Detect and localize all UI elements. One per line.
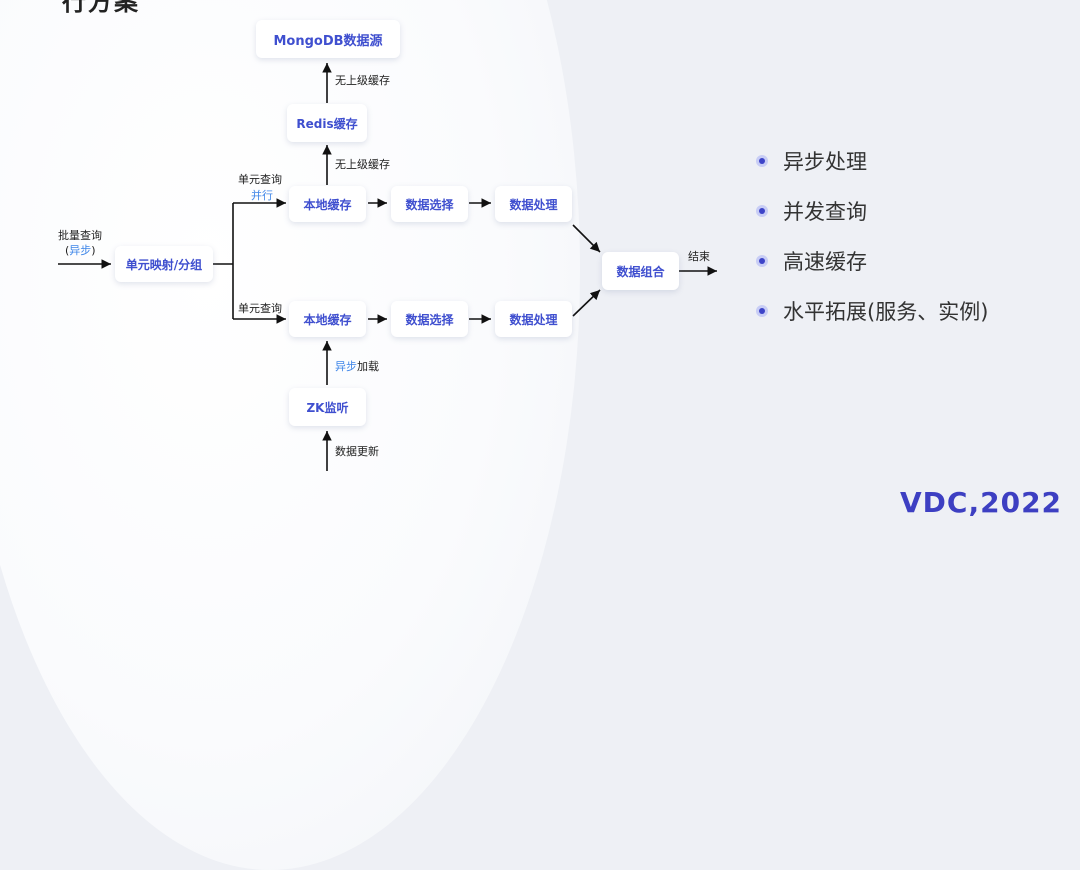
- paren-open: (: [65, 244, 70, 257]
- label-async-paren: (异步): [65, 242, 96, 258]
- label-unit-query-1: 单元查询: [238, 173, 282, 186]
- feature-label: 并发查询: [783, 200, 867, 224]
- node-local-cache-2: 本地缓存: [289, 301, 366, 337]
- label-async: 异步: [69, 244, 92, 257]
- feature-label: 高速缓存: [783, 250, 867, 274]
- paren-close: ): [91, 244, 96, 257]
- feature-item: 异步处理: [756, 136, 988, 186]
- flow-edges: [58, 62, 717, 471]
- node-data-process-1: 数据处理: [495, 186, 572, 222]
- feature-item: 高速缓存: [756, 236, 988, 286]
- slide-title-fragment: 行方案: [62, 0, 140, 16]
- bullet-icon: [756, 155, 768, 167]
- node-zk-listener: ZK监听: [289, 388, 366, 426]
- label-unit-query-2: 单元查询: [238, 302, 282, 315]
- node-local-cache-1: 本地缓存: [289, 186, 366, 222]
- node-mongodb-source: MongoDB数据源: [256, 20, 400, 58]
- node-redis-cache: Redis缓存: [287, 104, 367, 142]
- label-parallel: 并行: [251, 189, 273, 202]
- label-async-word: 异步: [335, 360, 357, 373]
- edge-process1-to-combine: [572, 224, 601, 253]
- feature-item: 并发查询: [756, 186, 988, 236]
- node-data-select-2: 数据选择: [391, 301, 468, 337]
- feature-label: 异步处理: [783, 150, 867, 174]
- bullet-icon: [756, 305, 768, 317]
- node-unit-mapping: 单元映射/分组: [115, 246, 213, 282]
- label-end: 结束: [688, 250, 710, 263]
- label-no-upper-cache-2: 无上级缓存: [335, 158, 390, 171]
- vdc-logo: VDC,2022: [900, 486, 1063, 519]
- feature-list: 异步处理 并发查询 高速缓存 水平拓展(服务、实例): [756, 136, 988, 336]
- feature-item: 水平拓展(服务、实例): [756, 286, 988, 336]
- node-data-process-2: 数据处理: [495, 301, 572, 337]
- label-no-upper-cache-1: 无上级缓存: [335, 74, 390, 87]
- label-data-update: 数据更新: [335, 445, 379, 458]
- label-async-load: 异步加载: [335, 358, 379, 374]
- label-batch-query: 批量查询: [58, 229, 102, 242]
- bullet-icon: [756, 205, 768, 217]
- node-data-select-1: 数据选择: [391, 186, 468, 222]
- node-data-combine: 数据组合: [602, 252, 679, 290]
- label-load-word: 加载: [357, 360, 379, 373]
- bullet-icon: [756, 255, 768, 267]
- edge-process2-to-combine: [572, 289, 601, 317]
- feature-label: 水平拓展(服务、实例): [783, 300, 989, 324]
